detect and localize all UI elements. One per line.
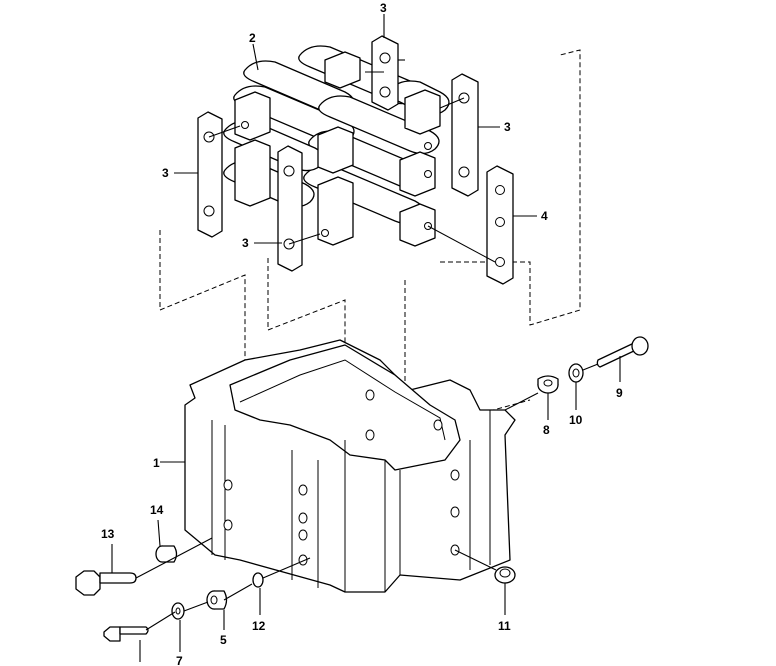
callout-12: 12: [252, 619, 266, 633]
washer-small: [171, 602, 185, 620]
callout-14: 14: [150, 503, 164, 517]
spacer-sleeve: [155, 545, 178, 563]
callout-3-top: 3: [380, 1, 387, 15]
cap-nut: [494, 566, 516, 584]
bus-bar-plate-middle: [277, 145, 303, 272]
callout-11: 11: [498, 619, 511, 633]
callout-13: 13: [101, 527, 115, 541]
callout-8: 8: [543, 423, 550, 437]
callout-labels: 1 2 3 3 3 3 4 5 7 8 9 10 11 12 13 14: [101, 1, 623, 666]
flat-washer: [568, 363, 584, 383]
terminal-blocks: [234, 51, 441, 247]
leader-lines: [111, 14, 621, 662]
o-ring: [252, 572, 264, 588]
bus-bar-plate-three-hole: [486, 165, 514, 285]
heater-housing: [184, 339, 516, 593]
hex-bolt: [75, 570, 137, 596]
callout-1: 1: [153, 456, 160, 470]
callout-5: 5: [220, 633, 227, 647]
callout-3-middle: 3: [242, 236, 249, 250]
callout-9: 9: [616, 386, 623, 400]
spacer-bushing: [206, 590, 228, 610]
terminal-bolt: [596, 336, 649, 368]
insulating-bushing: [537, 375, 559, 394]
callout-2: 2: [249, 31, 256, 45]
bus-bar-plate-left: [197, 111, 223, 238]
callout-10: 10: [569, 413, 583, 427]
screw: [103, 626, 149, 642]
bus-bar-plate-top: [371, 35, 399, 111]
callout-4: 4: [541, 209, 548, 223]
callout-3-left: 3: [162, 166, 169, 180]
callout-7: 7: [176, 654, 183, 666]
heater-coil-assembly: [223, 45, 450, 247]
callout-3-right: 3: [504, 120, 511, 134]
bus-bar-plate-right: [451, 73, 479, 197]
